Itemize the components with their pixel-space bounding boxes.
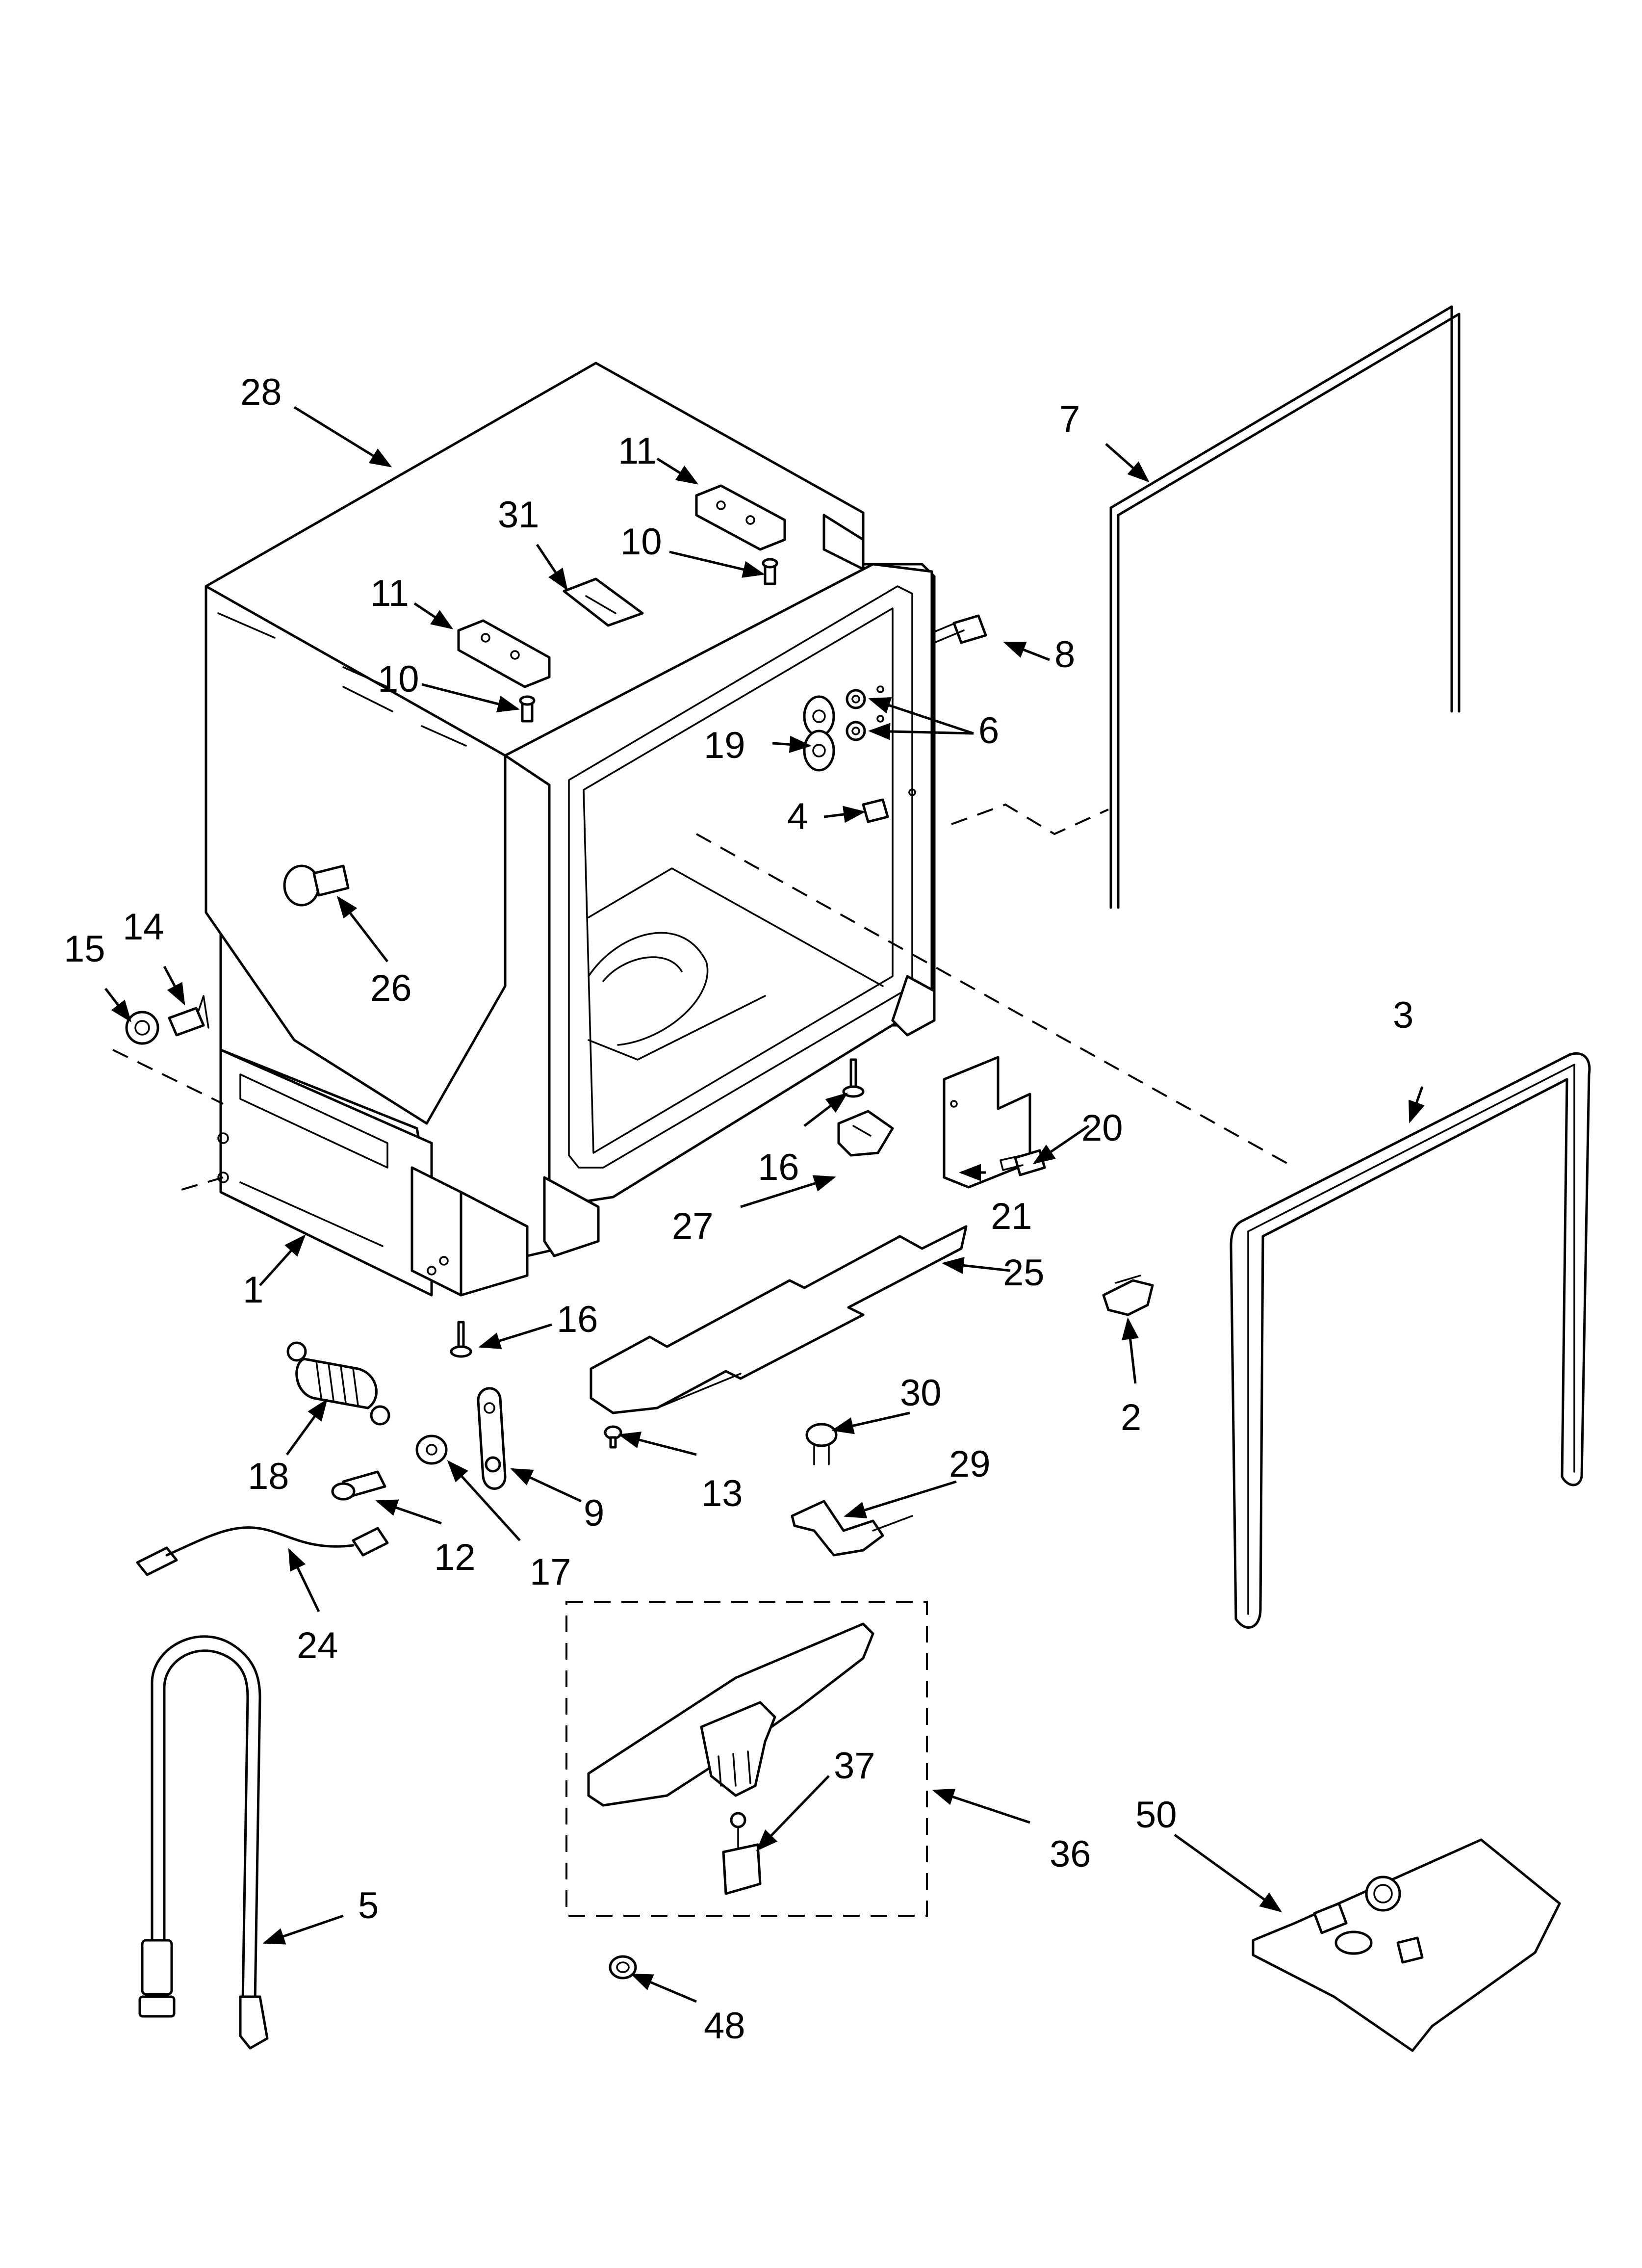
bracket-29 xyxy=(791,1500,913,1557)
callout-13: 13 xyxy=(701,1473,743,1514)
callout-6: 6 xyxy=(978,710,999,752)
callout-10-lower: 10 xyxy=(378,658,419,700)
foot-16-upper xyxy=(842,1058,865,1098)
switch-30 xyxy=(805,1423,838,1465)
hinge-bracket-11-lower xyxy=(457,619,551,688)
callout-30: 30 xyxy=(900,1372,942,1414)
callout-18: 18 xyxy=(248,1456,289,1497)
seal-3 xyxy=(1230,1052,1591,1629)
hose-5 xyxy=(138,1635,269,2050)
callout-4: 4 xyxy=(787,796,808,837)
washer-6 xyxy=(846,685,884,741)
callout-27: 27 xyxy=(672,1205,714,1247)
spring-18 xyxy=(286,1341,390,1426)
foot-16-lower xyxy=(450,1321,472,1358)
plug-4 xyxy=(862,788,916,823)
callout-14: 14 xyxy=(123,906,164,948)
callout-19: 19 xyxy=(704,725,745,766)
callout-28: 28 xyxy=(240,371,282,413)
alignment-line-left xyxy=(112,1049,224,1105)
screw-12 xyxy=(331,1470,386,1501)
callout-5: 5 xyxy=(358,1885,379,1927)
plug-26 xyxy=(283,864,350,907)
callout-11-upper: 11 xyxy=(618,430,657,472)
callout-1: 1 xyxy=(243,1269,263,1311)
callout-9: 9 xyxy=(584,1492,604,1534)
callout-15: 15 xyxy=(64,928,105,970)
parts-bag-50 xyxy=(1252,1838,1561,2052)
bracket-21 xyxy=(943,1056,1031,1189)
callout-25: 25 xyxy=(1003,1252,1045,1294)
callout-36: 36 xyxy=(1050,1833,1091,1875)
screw-13 xyxy=(604,1425,622,1449)
callout-3: 3 xyxy=(1393,994,1413,1036)
callout-29: 29 xyxy=(949,1443,991,1485)
callout-10-upper: 10 xyxy=(620,521,662,563)
callout-7: 7 xyxy=(1059,398,1080,440)
gasket-7 xyxy=(1109,305,1461,909)
callout-labels: 28 11 31 10 11 10 7 8 6 19 4 26 15 14 3 … xyxy=(64,371,1413,2047)
callout-11-lower: 11 xyxy=(370,573,409,614)
hinge-bracket-11-upper xyxy=(695,484,786,551)
link-9 xyxy=(477,1387,507,1490)
callout-17: 17 xyxy=(530,1551,571,1593)
callout-16-lower: 16 xyxy=(557,1299,598,1340)
roller-19 xyxy=(803,695,835,772)
wire-24 xyxy=(136,1526,389,1576)
component-37 xyxy=(722,1812,762,1895)
leader-arrows xyxy=(104,406,1425,2003)
spray-arm-36 xyxy=(587,1622,874,1807)
assembly-36-box xyxy=(565,1601,928,1917)
callout-24: 24 xyxy=(297,1625,338,1667)
clip-2 xyxy=(1102,1275,1154,1316)
alignment-line-left-2 xyxy=(181,1176,224,1191)
clamp-48 xyxy=(609,1955,637,1980)
screw-14 xyxy=(168,995,209,1037)
callout-48: 48 xyxy=(704,2005,745,2047)
callout-12: 12 xyxy=(434,1537,476,1578)
pulley-17 xyxy=(415,1434,448,1465)
alignment-line-center xyxy=(696,833,1295,1169)
nut-15 xyxy=(125,1011,159,1045)
callout-16-upper: 16 xyxy=(758,1147,799,1188)
callout-8: 8 xyxy=(1054,634,1075,676)
clip-27 xyxy=(837,1110,894,1157)
screw-10-upper xyxy=(762,558,778,585)
cover-25 xyxy=(590,1225,968,1414)
callout-21: 21 xyxy=(991,1196,1032,1237)
alignment-line-right xyxy=(951,803,1109,835)
callout-26: 26 xyxy=(370,967,412,1009)
callout-31: 31 xyxy=(498,494,539,536)
tub-assembly xyxy=(205,362,936,1297)
screw-10-lower xyxy=(519,695,536,723)
callout-20: 20 xyxy=(1081,1107,1123,1149)
callout-37: 37 xyxy=(834,1745,875,1787)
screw-8 xyxy=(931,614,987,644)
clip-31 xyxy=(563,577,644,627)
callout-2: 2 xyxy=(1121,1397,1141,1438)
callout-50: 50 xyxy=(1135,1794,1177,1836)
